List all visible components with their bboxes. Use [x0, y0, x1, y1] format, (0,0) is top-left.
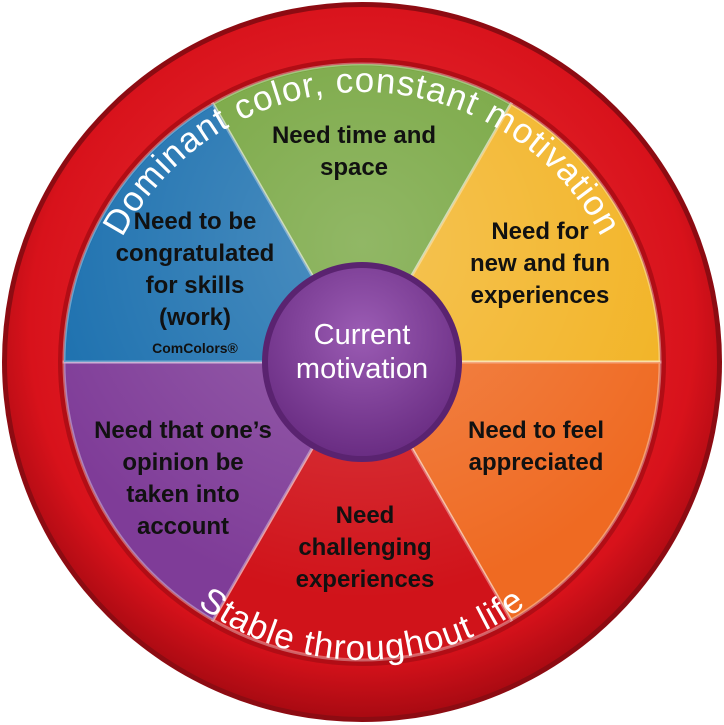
segment-orange-line: appreciated	[468, 449, 604, 476]
center-label-line: Current	[313, 319, 411, 351]
segment-green-line: space	[319, 154, 389, 181]
segment-blue-line: Need to be	[133, 208, 257, 235]
segment-blue-line: congratulated	[115, 240, 275, 267]
segment-red-line: challenging	[298, 534, 432, 561]
segment-red-line: Need	[335, 502, 395, 529]
segment-blue-line: (work)	[159, 304, 231, 331]
segment-purple-line: account	[136, 513, 229, 540]
segment-purple-label: Need that one’s opinion be taken into ac…	[78, 415, 288, 543]
center-label: Current motivation	[262, 318, 462, 386]
segment-green-label: Need time and space	[244, 120, 464, 184]
segment-yellow-line: Need for	[491, 218, 589, 245]
segment-purple-line: taken into	[126, 481, 240, 508]
segment-purple-line: Need that one’s	[94, 417, 272, 444]
brand-label: ComColors®	[152, 340, 238, 356]
segment-blue-label: Need to be congratulated for skills (wor…	[90, 206, 300, 360]
center-circle	[268, 268, 456, 456]
segment-yellow-label: Need for new and fun experiences	[450, 216, 630, 312]
segment-yellow-line: new and fun	[470, 250, 610, 277]
segment-orange-line: Need to feel	[467, 417, 605, 444]
segment-red-label: Need challenging experiences	[265, 500, 465, 596]
segment-blue-line: for skills	[145, 272, 245, 299]
segment-purple-line: opinion be	[122, 449, 244, 476]
segment-green-line: Need time and	[271, 122, 437, 149]
center-label-line: motivation	[295, 353, 429, 385]
segment-red-line: experiences	[295, 566, 435, 593]
segment-yellow-line: experiences	[470, 282, 610, 309]
segment-orange-label: Need to feel appreciated	[446, 415, 626, 479]
